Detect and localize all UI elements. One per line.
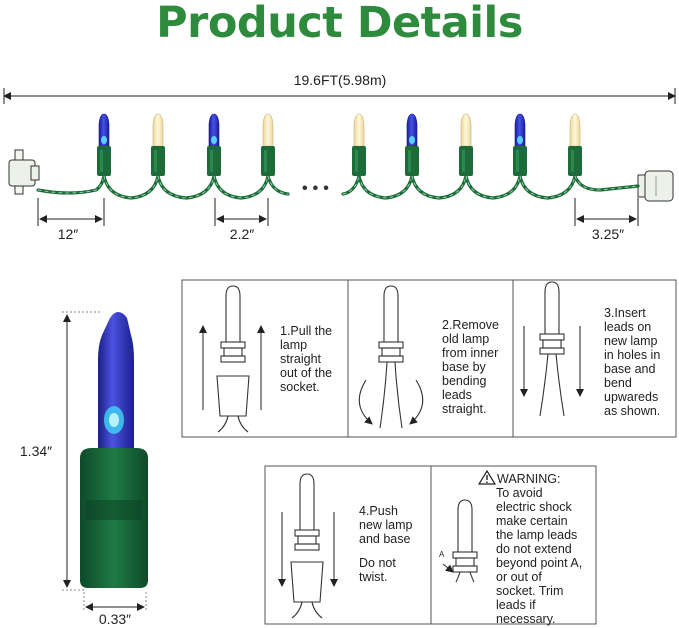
step3-text: 3.Insert leads on new lamp in holes in b…: [604, 306, 661, 418]
lead-length-label: 12″: [57, 226, 79, 242]
warning-title: WARNING:: [497, 472, 561, 486]
step4-note: Do not twist.: [359, 556, 396, 584]
blue-bulb: [97, 113, 111, 176]
blue-bulb: [207, 113, 221, 176]
step2-text: 2.Remove old lamp from inner base by ben…: [442, 318, 499, 416]
warm-white-bulb: [261, 113, 275, 176]
bulb-width-label: 0.33″: [98, 611, 132, 627]
end-length-label: 3.25″: [591, 226, 625, 242]
warm-white-bulb: [568, 113, 582, 176]
warning-point-label: A: [439, 550, 445, 559]
step3-lamp-icon: [520, 281, 584, 417]
step2-panel: [347, 279, 514, 438]
warm-white-bulb: [459, 113, 473, 176]
page-title: Product Details: [156, 0, 523, 48]
step3-panel: [512, 279, 677, 438]
step2-lamp-icon: [358, 285, 424, 429]
step1-panel: [181, 279, 349, 438]
warm-white-bulb: [151, 113, 165, 176]
light-string-bulbs: [97, 113, 582, 176]
warning-lamp-icon: [442, 499, 478, 583]
bulb-height-label: 1.34″: [19, 443, 53, 459]
female-socket-icon: [637, 170, 674, 202]
blue-bulb: [513, 113, 527, 176]
blue-bulb: [405, 113, 419, 176]
large-bulb-illustration: [80, 312, 148, 588]
warm-white-bulb: [352, 113, 366, 176]
step1-text: 1.Pull the lamp straight out of the sock…: [280, 324, 333, 394]
light-string-wire: [36, 174, 640, 200]
total-length-label: 19.6FT(5.98m): [293, 72, 387, 88]
step4-lamp-icon: [278, 473, 338, 619]
step4-panel: [264, 465, 432, 625]
warning-icon: [477, 469, 497, 485]
male-plug-icon: [8, 149, 40, 195]
bulb-spacing-label: 2.2″: [229, 226, 255, 242]
step4-text: 4.Push new lamp and base: [359, 504, 413, 546]
step1-lamp-icon: [199, 285, 265, 433]
string-ellipsis: •••: [302, 180, 334, 197]
warning-text: To avoid electric shock make certain the…: [496, 486, 583, 626]
